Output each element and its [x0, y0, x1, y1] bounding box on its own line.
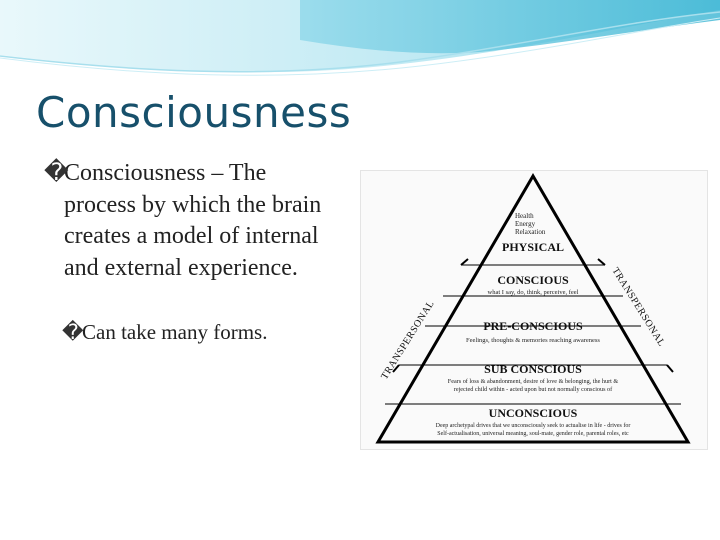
banner-wave-front	[300, 0, 720, 54]
pyramid-outline	[375, 173, 691, 444]
bullet-text: Can take many forms.	[82, 320, 268, 344]
side-tick-left-low	[392, 364, 400, 373]
pyramid-image-frame	[360, 170, 708, 450]
side-tick-right-low	[666, 364, 674, 373]
preconscious-detail-1: Feelings, thoughts & memories reaching a…	[466, 337, 600, 344]
bullet-text: Consciousness – The process by which the…	[64, 160, 322, 281]
subconscious-detail-2: rejected child within - acted upon but n…	[454, 386, 613, 393]
physical-detail-3: Relaxation	[515, 228, 546, 236]
side-tick-right	[597, 258, 606, 266]
banner-wave-line	[0, 11, 720, 73]
bullet-marker: �	[62, 320, 84, 344]
level-physical: PHYSICAL	[502, 240, 564, 254]
bullet-marker: �	[44, 160, 69, 186]
level-unconscious: UNCONSCIOUS	[489, 406, 578, 420]
unconscious-detail-1: Deep archetypal drives that we unconscio…	[436, 422, 631, 429]
bullet-definition: � Consciousness – The process by which t…	[44, 158, 344, 284]
subconscious-detail-1: Fears of loss & abandonment, desire of l…	[448, 378, 619, 385]
side-label-right: TRANSPERSONAL	[609, 266, 667, 349]
consciousness-pyramid-diagram: Health Energy Relaxation PHYSICAL CONSCI…	[375, 173, 691, 444]
header-banner	[0, 0, 720, 76]
slide-title: Consciousness	[36, 88, 352, 137]
physical-detail-1: Health	[515, 212, 534, 220]
unconscious-detail-2: Self-actualisation, universal meaning, s…	[437, 430, 629, 437]
level-conscious: CONSCIOUS	[497, 273, 569, 287]
side-tick-left	[460, 258, 469, 266]
conscious-detail-1: what I say, do, think, perceive, feel	[488, 289, 579, 296]
side-label-left: TRANSPERSONAL	[379, 299, 437, 382]
physical-detail-2: Energy	[515, 220, 536, 228]
sub-bullet-forms: � Can take many forms.	[62, 318, 342, 346]
level-subconscious: SUB CONSCIOUS	[484, 362, 582, 376]
level-preconscious: PRE-CONSCIOUS	[483, 319, 583, 333]
